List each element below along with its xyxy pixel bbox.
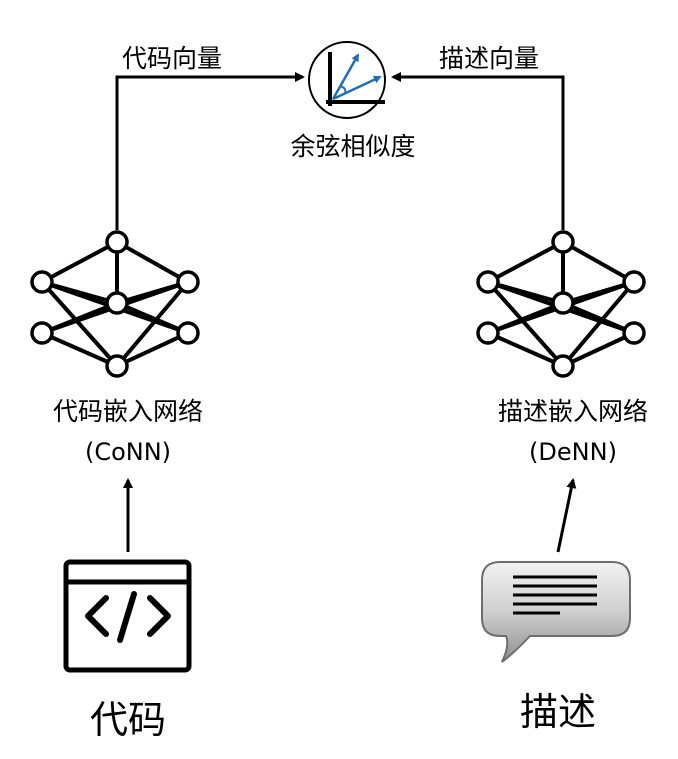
code-network-abbr: (CoNN) [85,438,171,466]
code-vector-label: 代码向量 [122,44,222,73]
desc-network-icon [476,230,646,378]
desc-vector-arrow [391,72,565,230]
code-input-label: 代码 [90,698,166,742]
speech-bubble-icon [481,561,631,663]
desc-input-arrow [556,478,577,553]
code-network-icon [30,230,200,378]
desc-vector-label: 描述向量 [439,44,539,73]
desc-network-abbr: (DeNN) [529,438,617,466]
code-window-icon [63,559,192,673]
desc-input-label: 描述 [520,690,596,734]
cosine-similarity-label: 余弦相似度 [290,132,415,161]
code-network-name: 代码嵌入网络 [53,397,203,426]
code-vector-arrow [115,72,305,230]
desc-network-name: 描述嵌入网络 [498,397,648,426]
cosine-similarity-icon [308,41,386,119]
